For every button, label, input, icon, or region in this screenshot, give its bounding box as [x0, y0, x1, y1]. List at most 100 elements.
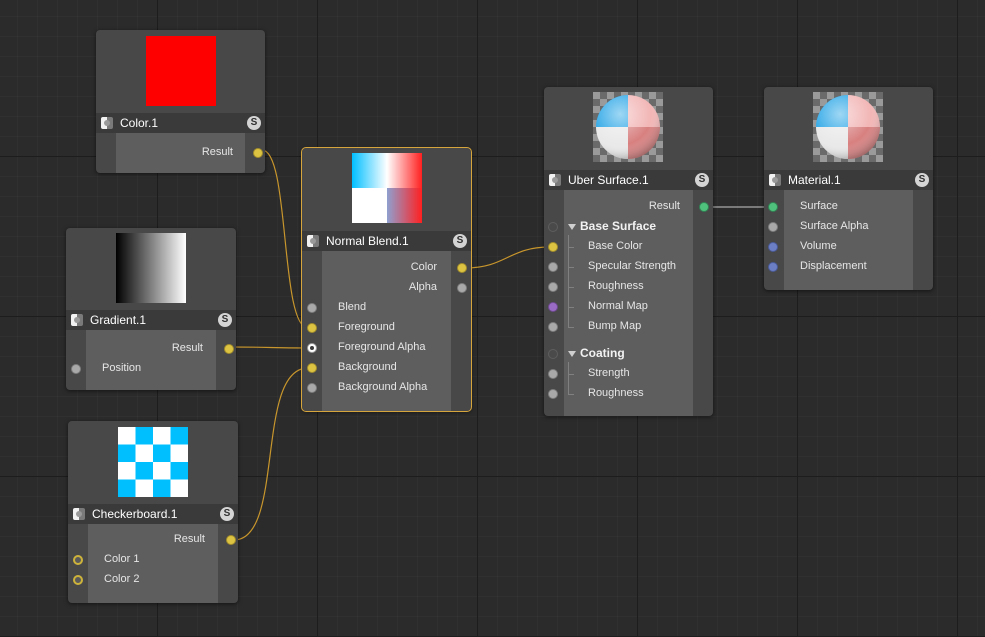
input-port-coating[interactable] [548, 349, 558, 359]
solo-button[interactable]: S [220, 507, 234, 521]
checkerboard-thumbnail [118, 427, 188, 497]
solo-button[interactable]: S [247, 116, 261, 130]
node-body: Result [96, 133, 265, 173]
group-coating[interactable]: Coating [544, 344, 713, 364]
port-label-normal-map: Normal Map [588, 300, 648, 312]
node-title-bar[interactable]: Checkerboard.1 S [68, 504, 238, 524]
input-port-foreground[interactable] [307, 323, 317, 333]
input-port-color-2[interactable] [73, 575, 83, 585]
group-label-base-surface: Base Surface [580, 219, 657, 233]
node-title: Normal Blend.1 [326, 234, 409, 248]
solo-button[interactable]: S [695, 173, 709, 187]
tree-guide [568, 362, 577, 394]
input-port-normal-map[interactable] [548, 302, 558, 312]
port-label-background: Background [338, 361, 397, 373]
input-port-surface[interactable] [768, 202, 778, 212]
group-base-surface[interactable]: Base Surface [544, 217, 713, 237]
port-label-color-1: Color 1 [104, 553, 140, 565]
node-uber-surface[interactable]: Uber Surface.1 S Result Base Surface Bas… [544, 87, 713, 416]
input-port-volume[interactable] [768, 242, 778, 252]
node-material[interactable]: Material.1 S Surface Surface Alpha Volum… [764, 87, 933, 290]
port-label-surface-alpha: Surface Alpha [800, 220, 869, 232]
node-body: Result Position [66, 330, 236, 390]
output-port-result[interactable] [699, 202, 709, 212]
input-port-foreground-alpha[interactable] [307, 343, 317, 353]
input-port-background-alpha[interactable] [307, 383, 317, 393]
node-body: Surface Surface Alpha Volume Displacemen… [764, 190, 933, 290]
node-checkerboard[interactable]: Checkerboard.1 S Result Color 1 Color 2 [68, 421, 238, 603]
wire-checkerboard-result-to-background[interactable] [233, 367, 309, 541]
port-label-result: Result [173, 533, 205, 545]
disclosure-triangle-icon[interactable] [568, 351, 576, 357]
port-label-blend: Blend [338, 301, 367, 313]
tree-guide [568, 235, 577, 327]
input-port-base-color[interactable] [548, 242, 558, 252]
node-body: Result Color 1 Color 2 [68, 524, 238, 603]
node-title-bar[interactable]: Color.1 S [96, 113, 265, 133]
node-body: Result Base Surface Base Color Specular … [544, 190, 713, 416]
node-title: Material.1 [788, 173, 841, 187]
node-title: Gradient.1 [90, 313, 147, 327]
input-port-specular-strength[interactable] [548, 262, 558, 272]
output-port-color[interactable] [457, 263, 467, 273]
output-port-result[interactable] [253, 148, 263, 158]
node-color[interactable]: Color.1 S Result [96, 30, 265, 173]
port-panel [116, 133, 245, 173]
material-preview-sphere [593, 92, 663, 162]
port-label-coating-roughness: Roughness [588, 387, 644, 399]
solo-button[interactable]: S [218, 313, 232, 327]
input-port-roughness[interactable] [548, 282, 558, 292]
port-label-result: Result [171, 342, 203, 354]
input-port-bump-map[interactable] [548, 322, 558, 332]
port-label-volume: Volume [800, 240, 837, 252]
input-port-background[interactable] [307, 363, 317, 373]
input-port-displacement[interactable] [768, 262, 778, 272]
node-type-icon [71, 314, 83, 326]
node-title-bar[interactable]: Uber Surface.1 S [544, 170, 713, 190]
port-panel [88, 524, 218, 603]
input-port-blend[interactable] [307, 303, 317, 313]
port-label-color: Color [410, 261, 437, 273]
node-title-bar[interactable]: Normal Blend.1 S [302, 231, 471, 251]
output-port-result[interactable] [226, 535, 236, 545]
wire-gradient-result-to-foreground-alpha[interactable] [230, 346, 309, 349]
node-title: Uber Surface.1 [568, 173, 649, 187]
port-label-roughness: Roughness [588, 280, 644, 292]
input-port-base-surface[interactable] [548, 222, 558, 232]
solo-button[interactable]: S [453, 234, 467, 248]
input-port-coating-strength[interactable] [548, 369, 558, 379]
material-preview-sphere [813, 92, 883, 162]
group-label-coating: Coating [580, 346, 625, 360]
input-port-coating-roughness[interactable] [548, 389, 558, 399]
port-label-result: Result [648, 200, 680, 212]
node-gradient[interactable]: Gradient.1 S Result Position [66, 228, 236, 390]
disclosure-triangle-icon[interactable] [568, 224, 576, 230]
port-label-result: Result [201, 146, 233, 158]
node-title-bar[interactable]: Material.1 S [764, 170, 933, 190]
node-title: Checkerboard.1 [92, 507, 178, 521]
input-port-position[interactable] [71, 364, 81, 374]
solo-button[interactable]: S [915, 173, 929, 187]
node-body: Color Alpha Blend Foreground Foreground … [302, 251, 471, 411]
wire-blend-color-to-base-color[interactable] [465, 246, 550, 269]
node-normal-blend[interactable]: Normal Blend.1 S Color Alpha Blend Foreg… [301, 147, 472, 412]
node-title: Color.1 [120, 116, 159, 130]
port-label-surface: Surface [800, 200, 838, 212]
port-label-background-alpha: Background Alpha [338, 381, 428, 393]
input-port-surface-alpha[interactable] [768, 222, 778, 232]
node-type-icon [101, 117, 113, 129]
port-panel [564, 190, 693, 416]
port-panel [784, 190, 913, 290]
port-panel [322, 251, 451, 411]
port-label-coating-strength: Strength [588, 367, 630, 379]
input-port-color-1[interactable] [73, 555, 83, 565]
node-type-icon [549, 174, 561, 186]
node-type-icon [307, 235, 319, 247]
node-title-bar[interactable]: Gradient.1 S [66, 310, 236, 330]
port-label-specular-strength: Specular Strength [588, 260, 677, 272]
port-label-base-color: Base Color [588, 240, 643, 252]
node-type-icon [769, 174, 781, 186]
output-port-alpha[interactable] [457, 283, 467, 293]
port-label-bump-map: Bump Map [588, 320, 642, 332]
output-port-result[interactable] [224, 344, 234, 354]
